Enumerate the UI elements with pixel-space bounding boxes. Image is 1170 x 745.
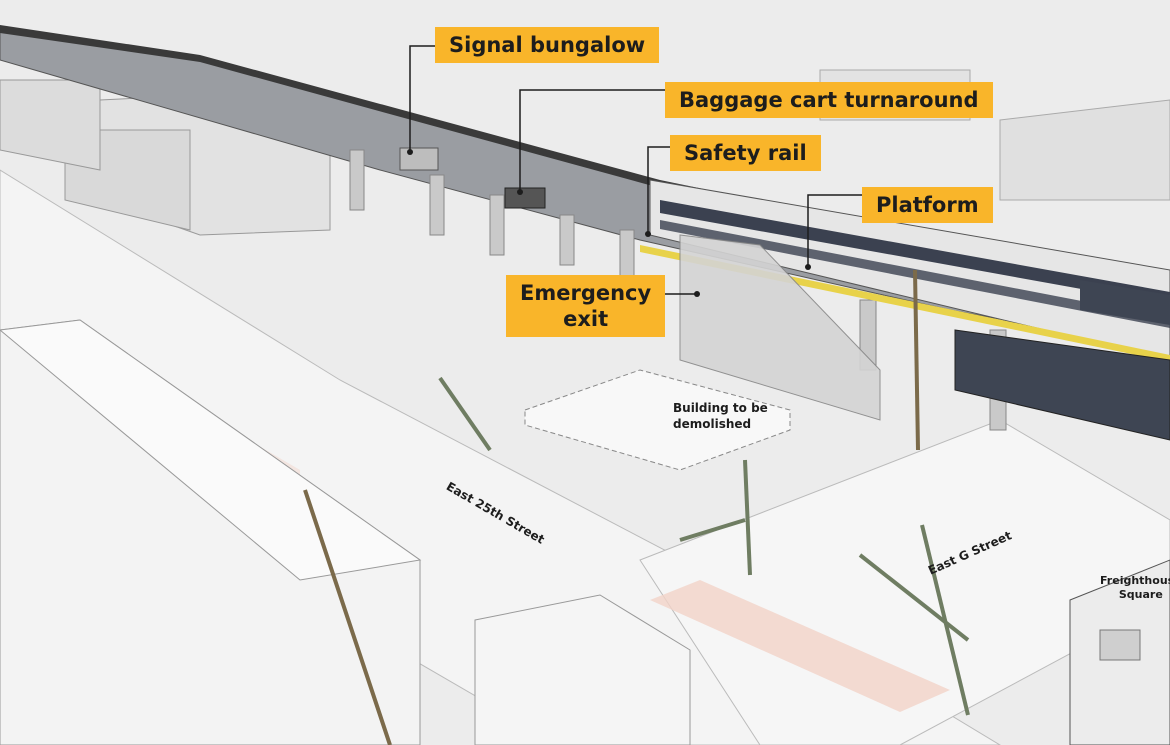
train-windows — [660, 200, 1170, 305]
signal-bungalow — [399, 147, 439, 171]
distant-building — [999, 99, 1170, 201]
callout-emergency-exit-line2: exit — [563, 307, 609, 331]
callout-baggage-cart-turnaround: Baggage cart turnaround — [665, 82, 993, 118]
callout-safety-rail: Safety rail — [670, 135, 821, 171]
traffic-signal-pole — [743, 459, 752, 576]
label-building-line2: demolished — [673, 417, 752, 431]
label-freighthouse-line1: Freighthouse — [1100, 574, 1170, 587]
emergency-exit-structure — [679, 234, 881, 421]
baggage-cart-turnaround — [504, 187, 546, 209]
callout-platform: Platform — [862, 187, 993, 223]
label-building-line1: Building to be — [673, 401, 768, 415]
rail-bridge — [954, 329, 1170, 441]
crosswalk — [650, 580, 950, 712]
utility-pole — [913, 269, 920, 451]
label-freighthouse-square: Freighthouse Square — [1100, 574, 1170, 602]
callout-emergency-exit-line1: Emergency — [520, 281, 652, 305]
callout-signal-bungalow: Signal bungalow — [435, 27, 660, 63]
label-building-to-be-demolished: Building to be demolished — [673, 400, 768, 432]
street-light — [438, 376, 492, 452]
utility-pole — [303, 489, 392, 745]
foreground-building-center — [474, 594, 691, 745]
label-freighthouse-line2: Square — [1118, 588, 1163, 601]
callout-emergency-exit: Emergency exit — [506, 275, 666, 337]
building-to-be-demolished — [524, 369, 791, 471]
